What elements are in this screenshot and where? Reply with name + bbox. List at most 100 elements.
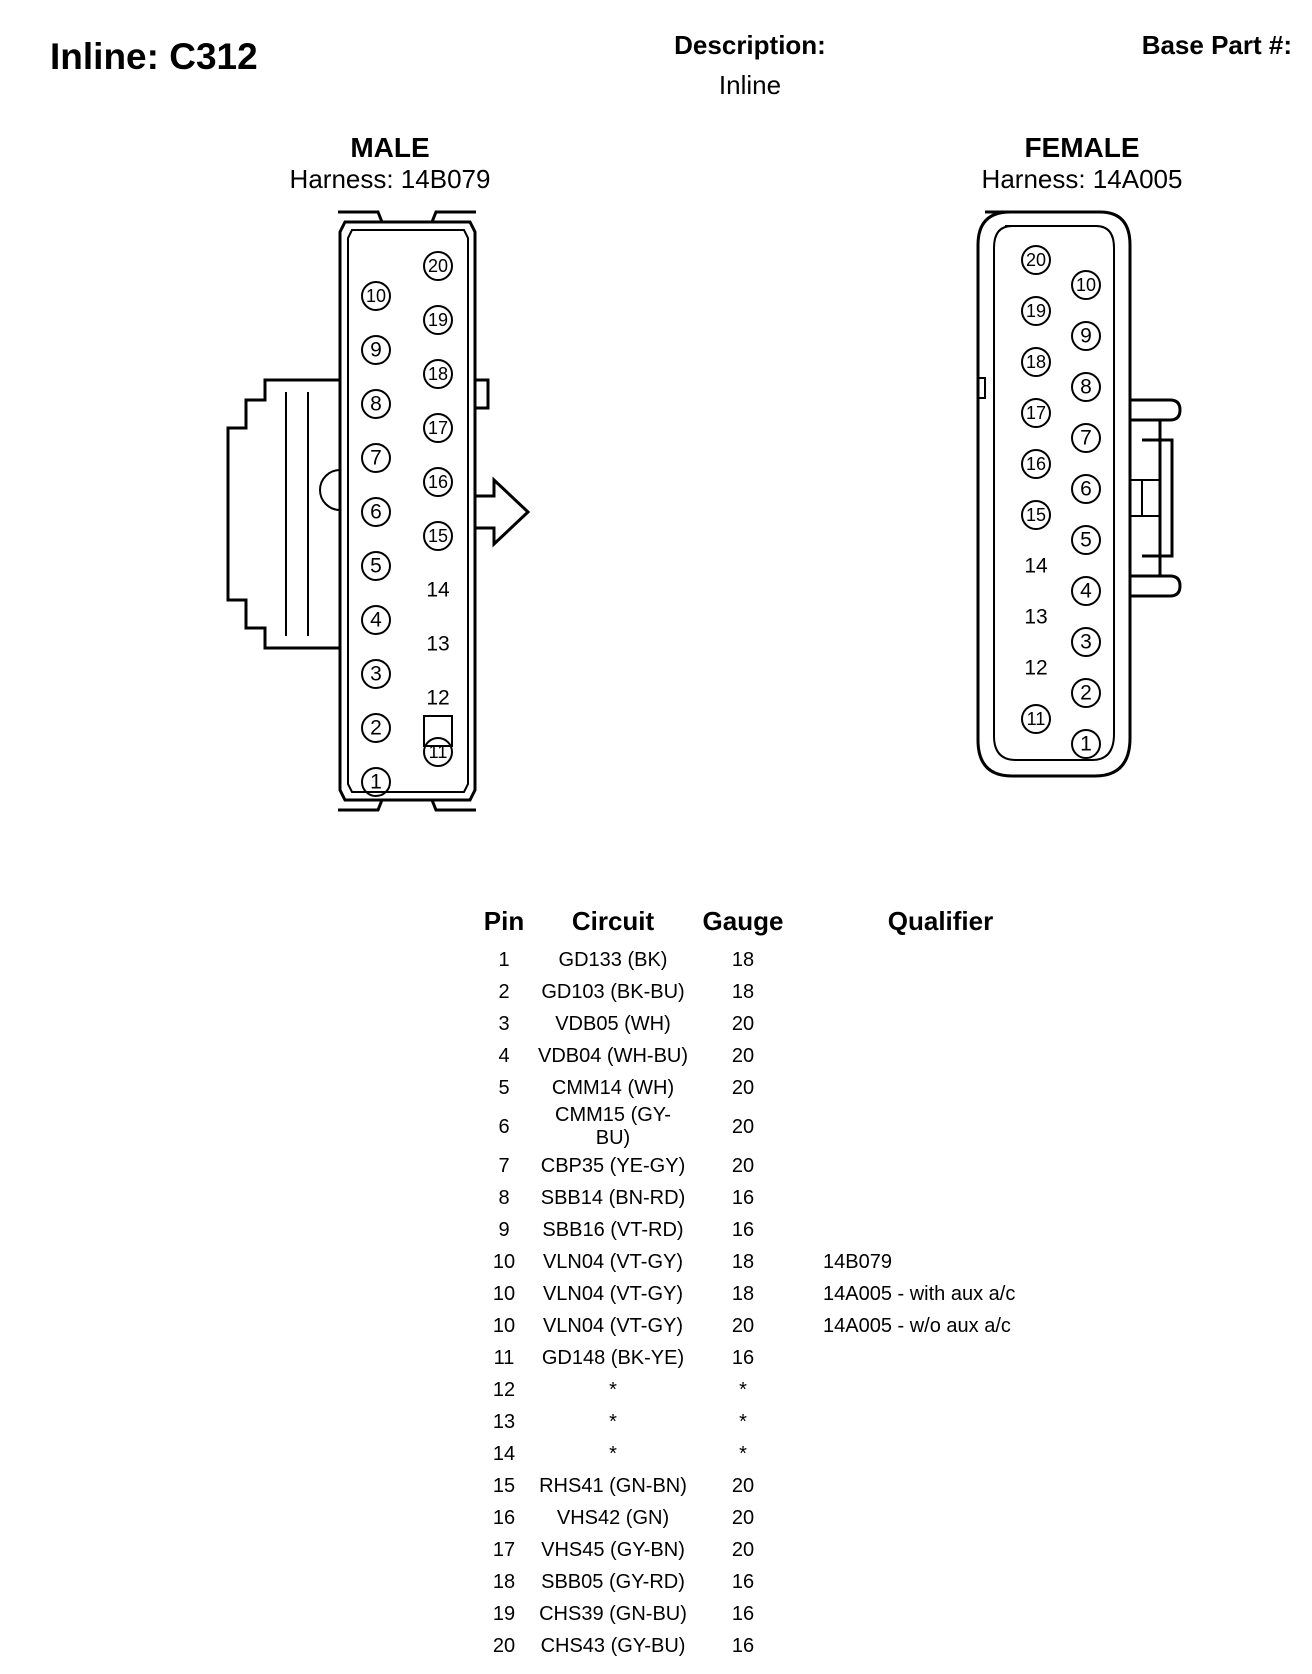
male-pin-9: 9 xyxy=(361,335,391,365)
circuit-cell: CMM14 (WH) xyxy=(551,1076,675,1099)
pin-socket-icon xyxy=(1071,270,1101,300)
qualifier-cell xyxy=(798,1470,1083,1502)
gauge-cell: * xyxy=(739,1442,747,1465)
pin-number: 18 xyxy=(428,364,448,384)
male-pin-6: 6 xyxy=(361,497,391,527)
female-pin-18: 18 xyxy=(1021,347,1051,377)
pin-socket-icon xyxy=(1021,347,1051,377)
connector-title: Inline: C312 xyxy=(50,36,258,77)
pin-cell: 10 xyxy=(492,1250,516,1273)
pin-socket-icon xyxy=(1071,423,1101,453)
gauge-cell: 20 xyxy=(731,1012,755,1035)
circuit-cell: CMM15 (GY-BU) xyxy=(555,1104,671,1149)
pin-number: 16 xyxy=(1026,454,1046,474)
gauge-cell: 16 xyxy=(731,1186,755,1209)
gauge-cell: 18 xyxy=(731,1282,755,1305)
circuit-cell: CBP35 (YE-GY) xyxy=(540,1154,686,1177)
pin-socket-icon xyxy=(1021,398,1051,428)
pin-cell: 2 xyxy=(498,980,510,1003)
pin-socket-icon xyxy=(361,659,391,689)
pin-number: 6 xyxy=(370,501,382,524)
female-pin-9: 9 xyxy=(1071,321,1101,351)
circuit-cell: VLN04 (VT-GY) xyxy=(542,1314,684,1337)
circuit-cell: VLN04 (VT-GY) xyxy=(542,1282,684,1305)
table-row: 12** xyxy=(470,1374,1083,1406)
pin-socket-icon xyxy=(423,251,453,281)
male-pin-18: 18 xyxy=(423,359,453,389)
male-pin-3: 3 xyxy=(361,659,391,689)
pin-socket-icon xyxy=(1071,474,1101,504)
pin-number: 5 xyxy=(1080,529,1092,552)
female-pin-16: 16 xyxy=(1021,449,1051,479)
pin-cell: 9 xyxy=(498,1218,510,1241)
qualifier-cell xyxy=(798,1182,1083,1214)
female-pin-13: 13 xyxy=(1024,606,1047,629)
qualifier-cell xyxy=(798,1104,1083,1150)
pin-number: 10 xyxy=(1076,275,1096,295)
male-pin-15: 15 xyxy=(423,521,453,551)
pin-number: 20 xyxy=(1026,250,1046,270)
gauge-cell: 20 xyxy=(731,1506,755,1529)
circuit-cell: SBB16 (VT-RD) xyxy=(542,1218,684,1241)
qualifier-cell xyxy=(798,944,1083,976)
gauge-cell: 16 xyxy=(731,1634,755,1657)
gauge-cell: 20 xyxy=(731,1044,755,1067)
gauge-cell: 20 xyxy=(731,1076,755,1099)
female-connector-outline xyxy=(976,210,1182,778)
female-pin-4: 4 xyxy=(1071,576,1101,606)
male-pin-12: 12 xyxy=(426,687,449,710)
pin-socket-icon xyxy=(361,335,391,365)
gauge-cell: * xyxy=(739,1410,747,1433)
pin-11-marker-icon xyxy=(423,715,453,747)
pin-socket-icon xyxy=(361,443,391,473)
circuit-cell: VDB04 (WH-BU) xyxy=(538,1044,689,1067)
pin-socket-icon xyxy=(1021,500,1051,530)
pin-cell: 4 xyxy=(498,1044,510,1067)
qualifier-cell xyxy=(798,1502,1083,1534)
pin-socket-icon xyxy=(423,467,453,497)
pin-socket-icon xyxy=(361,713,391,743)
pin-socket-icon xyxy=(1071,372,1101,402)
pin-socket-icon xyxy=(1021,296,1051,326)
female-pin-5: 5 xyxy=(1071,525,1101,555)
gauge-cell: 20 xyxy=(731,1314,755,1337)
pin-number: 9 xyxy=(370,339,382,362)
circuit-cell: VHS42 (GN) xyxy=(556,1506,670,1529)
male-pin-20: 20 xyxy=(423,251,453,281)
pin-number: 17 xyxy=(1026,403,1046,423)
pin-number: 19 xyxy=(1026,301,1046,321)
female-pin-2: 2 xyxy=(1071,678,1101,708)
pin-socket-icon xyxy=(423,359,453,389)
pin-cell: 10 xyxy=(492,1314,516,1337)
circuit-cell: VHS45 (GY-BN) xyxy=(541,1538,685,1561)
table-row: 14** xyxy=(470,1438,1083,1470)
female-pin-14: 14 xyxy=(1024,555,1048,578)
pin-socket-icon xyxy=(423,737,453,767)
pin-number: 15 xyxy=(428,526,448,546)
pin-number: 5 xyxy=(370,555,382,578)
pin-number: 3 xyxy=(370,663,382,686)
pin-cell: 1 xyxy=(498,948,510,971)
male-label: MALE xyxy=(350,132,430,163)
pin-number: 19 xyxy=(428,310,448,330)
circuit-cell: VDB05 (WH) xyxy=(555,1012,671,1035)
pin-cell: 10 xyxy=(492,1282,516,1305)
circuit-cell: GD148 (BK-YE) xyxy=(541,1346,685,1369)
circuit-cell: SBB14 (BN-RD) xyxy=(540,1186,686,1209)
pin-table-header-row: Pin Circuit Gauge Qualifier xyxy=(470,906,1083,944)
pin-number: 13 xyxy=(1024,606,1047,629)
qualifier-cell xyxy=(798,1406,1083,1438)
pin-socket-icon xyxy=(423,413,453,443)
gauge-cell: 20 xyxy=(731,1154,755,1177)
pin-cell: 19 xyxy=(492,1602,516,1625)
female-pin-7: 7 xyxy=(1071,423,1101,453)
pin-number: 2 xyxy=(1080,682,1092,705)
